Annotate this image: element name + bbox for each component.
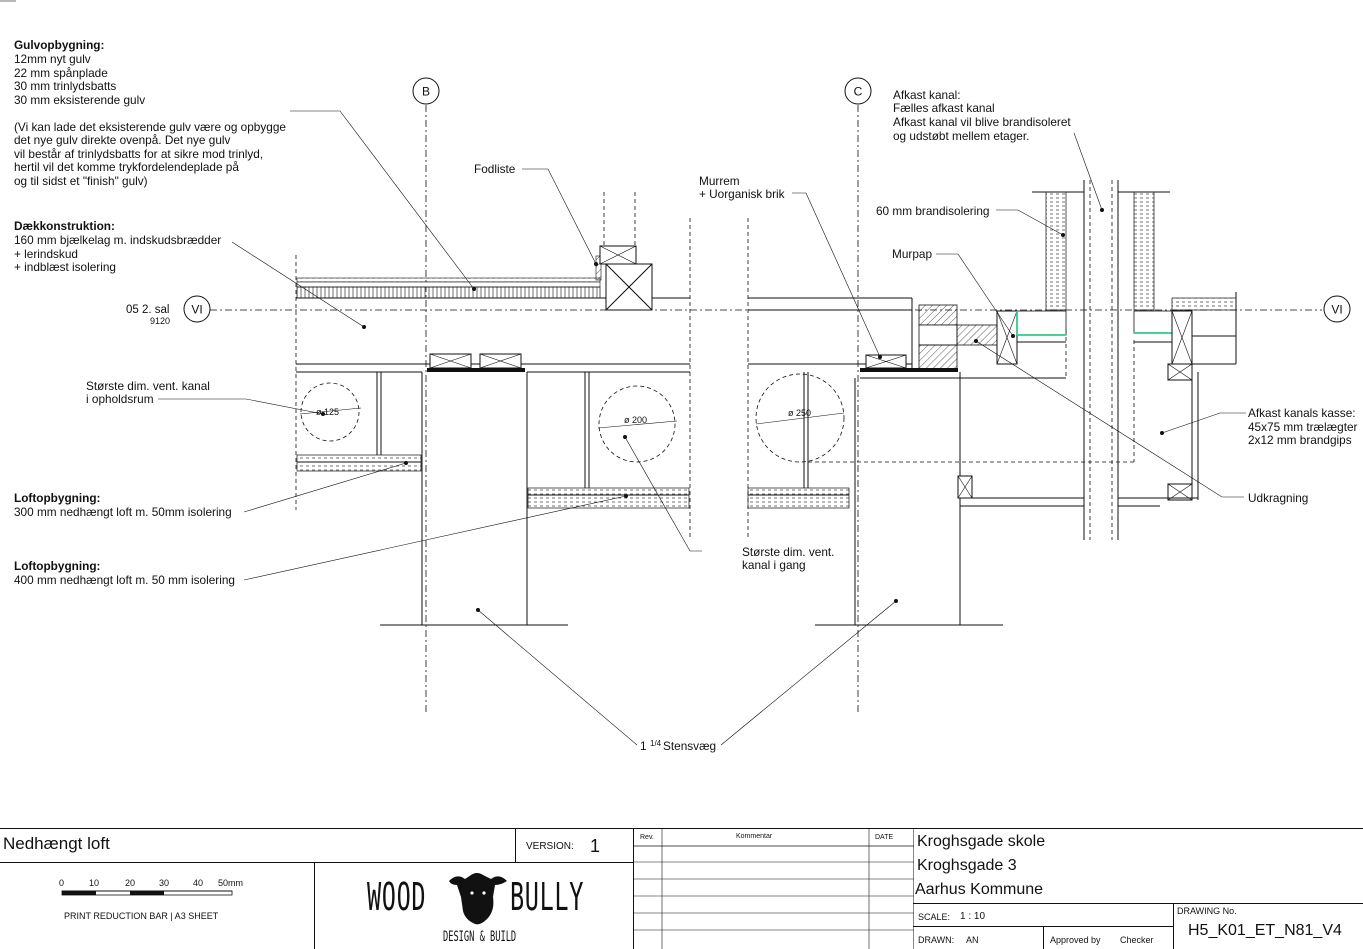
title-cell: Nedhængt loft <box>0 829 515 863</box>
grid-label-b: B <box>422 85 430 99</box>
grid-bubble-vi-right <box>1323 295 1351 323</box>
deck-line: + lerindskud <box>14 247 78 261</box>
logo-text-left: WOOD <box>367 875 427 919</box>
fodliste-label: Fodliste <box>474 162 516 176</box>
murpap-label: Murpap <box>892 247 932 261</box>
deck-line: + indblæst isolering <box>14 260 116 274</box>
floor-note-line: (Vi kan lade det eksisterende gulv være … <box>14 120 286 134</box>
reduction-bar <box>61 890 233 896</box>
logo: WOOD BULLY DESIGN & BUILD <box>315 863 633 949</box>
floor-line: 30 mm trinlydsbatts <box>14 79 116 93</box>
floor-note-line: hertil vil det komme trykfordelendeplade… <box>14 160 239 174</box>
floor-note-line: og til sidst et "finish" gulv) <box>14 174 148 188</box>
version-label: VERSION: <box>526 841 574 852</box>
comment-header: Kommentar <box>736 833 773 840</box>
scale-label: SCALE: <box>918 912 951 922</box>
drawing-number: H5_K01_ET_N81_V4 <box>1188 922 1342 939</box>
grid-bubble-b <box>412 77 440 105</box>
deck-line: 160 mm bjælkelag m. indskudsbrædder <box>14 233 221 247</box>
project-name: Kroghsgade skole <box>917 833 1046 850</box>
stensvaeg-label: Stensvæg <box>663 739 716 753</box>
drawing-number-cell: DRAWING No. H5_K01_ET_N81_V4 <box>1173 903 1363 949</box>
version-value: 1 <box>590 836 601 856</box>
revision-grid <box>634 829 914 949</box>
title-block: Nedhængt loft VERSION: 1 0 10 20 30 40 5… <box>0 828 1363 949</box>
duct-200-label: ø 200 <box>624 415 647 425</box>
afkast-kasse-label: 2x12 mm brandgips <box>1248 433 1352 447</box>
scale-tick: 20 <box>125 878 136 888</box>
leader-dots <box>321 208 1164 612</box>
vent-corridor-label: kanal i gang <box>742 558 806 572</box>
scale-tick: 10 <box>89 878 100 888</box>
project-info: Kroghsgade skole Kroghsgade 3 Aarhus Kom… <box>913 829 1363 903</box>
scale-cell: SCALE: 1 : 10 <box>913 903 1173 927</box>
floor-line: 30 mm eksisterende gulv <box>14 93 145 107</box>
revision-table: Rev. Kommentar DATE <box>633 829 914 949</box>
rev-header: Rev. <box>640 834 654 841</box>
duct-250-label: ø 250 <box>788 408 811 418</box>
afkast-kasse-label: Afkast kanals kasse: <box>1248 406 1356 420</box>
drawn-label: DRAWN: <box>918 935 955 945</box>
drawing-no-label: DRAWING No. <box>1177 906 1237 916</box>
scale-tick: 40 <box>193 878 204 888</box>
stensvaeg-fraction: 1/4 <box>650 739 662 748</box>
vent-room-label: Største dim. vent. kanal <box>86 379 210 393</box>
grid-bubble-c <box>844 77 872 105</box>
floor-note-line: vil består af trinlydsbatts for at sikre… <box>14 147 263 161</box>
date-header: DATE <box>875 834 894 841</box>
project-municipality: Aarhus Kommune <box>915 881 1044 898</box>
murrem-label: + Uorganisk brik <box>699 187 785 201</box>
floor-lines: 12mm nyt gulv 22 mm spånplade 30 mm trin… <box>14 52 286 188</box>
drawn-cell: DRAWN: AN <box>913 927 1043 949</box>
murrem-label: Murrem <box>699 174 740 188</box>
bull-head-icon <box>449 873 507 925</box>
scale-tick: 50mm <box>218 878 244 888</box>
ceiling2-title: Loftopbygning: <box>14 559 100 573</box>
scale-tick: 0 <box>59 878 65 888</box>
drawn-value: AN <box>966 935 979 945</box>
deck-title: Dækkonstruktion: <box>14 219 115 233</box>
grid-label-vi-left: VI <box>191 303 202 317</box>
floor-line: 22 mm spånplade <box>14 66 108 80</box>
grid-bubble-vi-left <box>183 295 211 323</box>
left-structure <box>295 192 691 626</box>
floor-note-line: det nye gulv direkte ovenpå. Det nye gul… <box>14 133 231 147</box>
afkast-kanal-label: Fælles afkast kanal <box>893 101 995 115</box>
udkragning-label: Udkragning <box>1248 491 1308 505</box>
scale-tick: 30 <box>159 878 170 888</box>
logo-subtitle: DESIGN & BUILD <box>443 929 517 945</box>
section-drawing: B C VI VI 05 2. sal 9120 <box>0 0 1358 753</box>
vent-room-label: i opholdsrum <box>86 392 154 406</box>
leader-lines <box>158 110 1246 746</box>
stensvaeg-prefix: 1 <box>640 739 647 753</box>
scale-value: 1 : 10 <box>960 911 986 922</box>
reduction-bar-cell: 0 10 20 30 40 50mm PRINT REDUCTION BAR |… <box>0 863 315 949</box>
ceiling1-title: Loftopbygning: <box>14 491 100 505</box>
floor-line: 12mm nyt gulv <box>14 52 91 66</box>
logo-text-right: BULLY <box>510 875 585 919</box>
middle-structure <box>747 218 1135 626</box>
floor-title: Gulvopbygning: <box>14 38 104 52</box>
version-cell: VERSION: 1 <box>515 829 633 863</box>
afkast-kanal-label: Afkast kanal vil blive brandisoleret <box>893 115 1071 129</box>
ceiling1-line: 300 mm nedhængt loft m. 50mm isolering <box>14 505 232 519</box>
brandisolering-label: 60 mm brandisolering <box>876 204 989 218</box>
approved-label: Approved by <box>1050 935 1101 945</box>
afkast-kanal-label: Afkast kanal: <box>893 88 961 102</box>
level-label: 05 2. sal <box>126 304 169 316</box>
checker-label: Checker <box>1120 935 1154 945</box>
reduction-bar-label: PRINT REDUCTION BAR | A3 SHEET <box>64 911 219 921</box>
ceiling2-line: 400 mm nedhængt loft m. 50 mm isolering <box>14 573 235 587</box>
grid-label-vi-right: VI <box>1331 303 1342 317</box>
afkast-kasse-label: 45x75 mm trælægter <box>1248 420 1358 434</box>
level-value: 9120 <box>150 316 170 326</box>
grid-label-c: C <box>854 85 863 99</box>
project-address: Kroghsgade 3 <box>917 857 1017 874</box>
approval-cell: Approved by Checker <box>1043 927 1173 949</box>
duct-125-label: ø 125 <box>316 407 339 417</box>
shaft-structure <box>1016 180 1237 540</box>
drawing-title: Nedhængt loft <box>3 834 110 853</box>
vent-corridor-label: Største dim. vent. <box>742 545 834 559</box>
afkast-kanal-label: og udstøbt mellem etager. <box>893 129 1029 143</box>
